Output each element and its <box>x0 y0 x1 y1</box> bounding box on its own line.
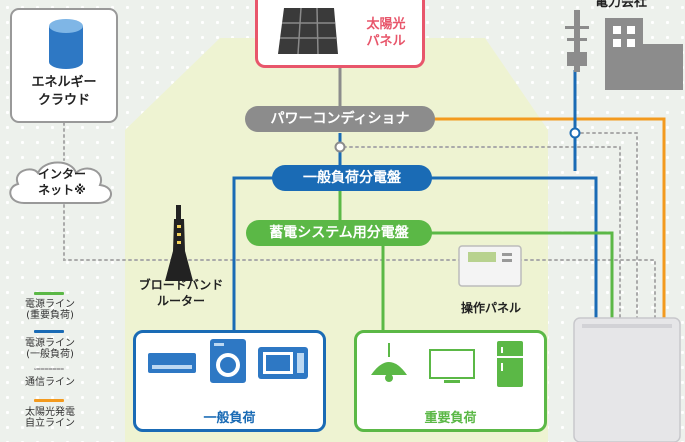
database-cylinder-icon <box>49 19 83 69</box>
energy-cloud-label: エネルギー クラウド <box>31 75 97 108</box>
solar-panel-icon <box>278 8 338 54</box>
legend-solar-label: 太陽光発電 自立ライン <box>25 407 75 429</box>
broadband-tower-icon <box>165 205 193 281</box>
general-load-board-bar: 一般負荷分電盤 <box>272 165 432 191</box>
legend-swatch-communication <box>34 368 64 370</box>
legend: 電源ライン (重要負荷) 電源ライン (一般負荷) 通信ライン 太陽光発電 自立… <box>0 287 100 442</box>
legend-general-label: 電源ライン (一般負荷) <box>25 338 75 360</box>
legend-communication-label: 通信ライン <box>25 377 75 388</box>
legend-swatch-general <box>34 330 64 333</box>
energy-cloud-box: エネルギー クラウド <box>10 8 118 123</box>
control-panel-device-icon <box>458 245 522 287</box>
legend-swatch-solar <box>34 399 64 402</box>
power-company-label: 電力会社 <box>594 0 647 10</box>
internet-label: インター ネット※ <box>37 167 86 197</box>
washing-machine-icon <box>210 339 246 383</box>
microwave-icon <box>258 347 308 379</box>
solar-panel-box: 太陽光 パネル <box>255 0 425 68</box>
power-conditioner-bar: パワーコンディショナ <box>245 106 435 132</box>
refrigerator-icon <box>497 341 523 387</box>
utility-pole-building-icon <box>565 10 683 90</box>
legend-important-label: 電源ライン (重要負荷) <box>25 299 75 321</box>
air-conditioner-icon <box>148 353 196 373</box>
general-load-label: 一般負荷 <box>203 411 256 426</box>
router-label: ブロードバンド ルーター <box>138 278 224 308</box>
cloud-icon <box>9 161 112 204</box>
television-icon <box>429 349 475 383</box>
general-load-box: 一般負荷 <box>133 330 326 432</box>
storage-board-bar: 蓄電システム用分電盤 <box>246 220 432 246</box>
important-load-label: 重要負荷 <box>424 411 477 426</box>
control-panel-label: 操作パネル <box>460 301 521 315</box>
storage-battery-unit-icon <box>573 317 681 442</box>
pendant-lamp-icon <box>371 343 407 382</box>
legend-swatch-important <box>34 292 64 295</box>
important-load-box: 重要負荷 <box>354 330 547 432</box>
solar-panel-label: 太陽光 パネル <box>366 17 406 49</box>
